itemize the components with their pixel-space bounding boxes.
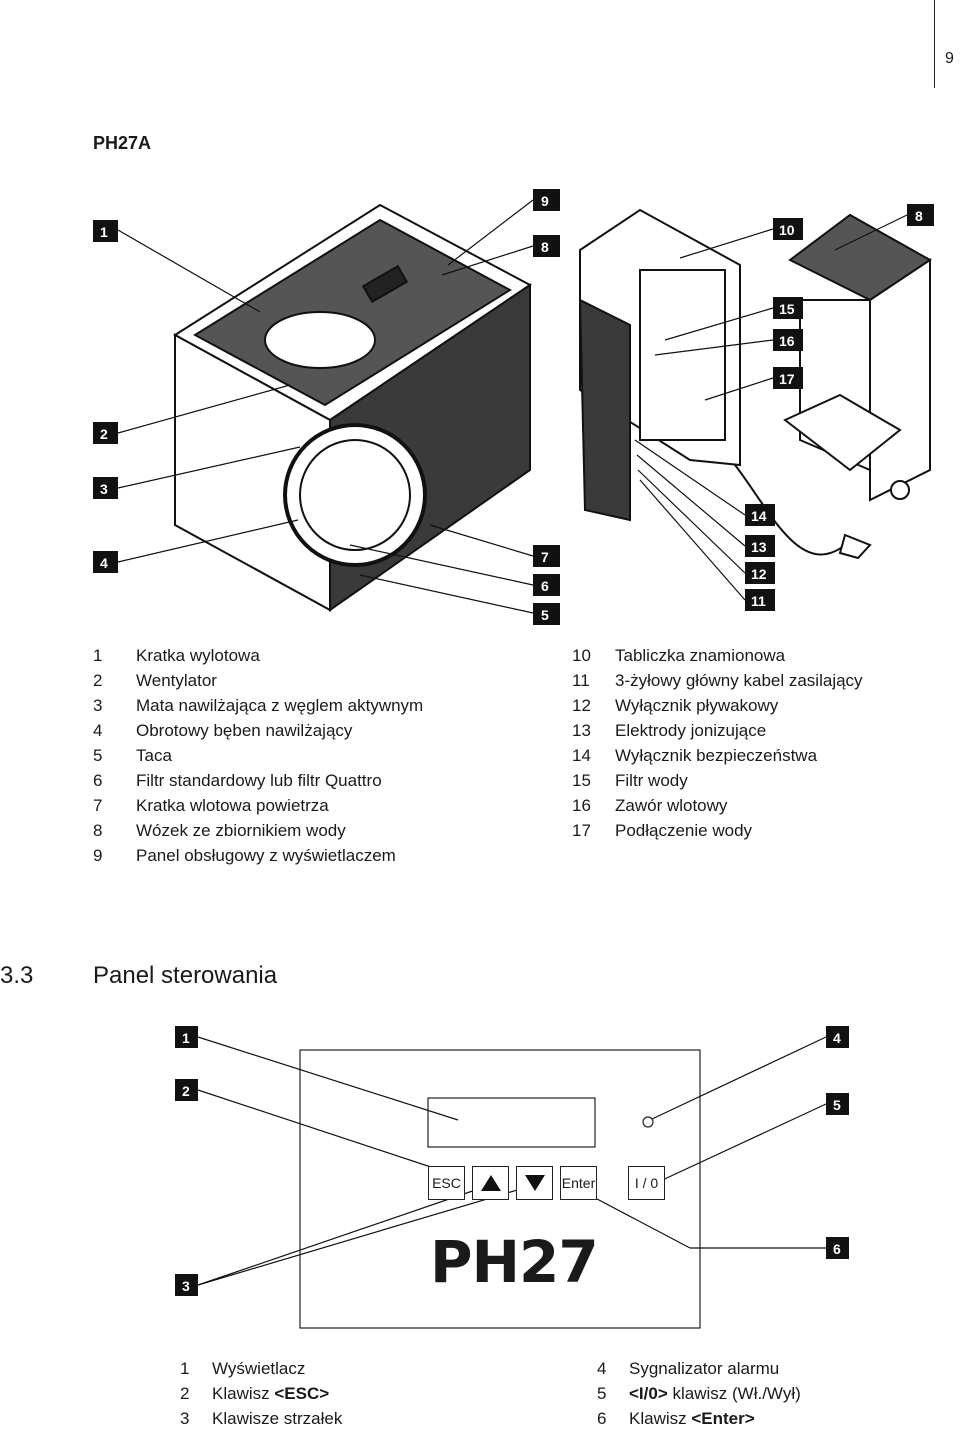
svg-text:3: 3 — [182, 1278, 190, 1294]
callout-4: 4 — [93, 551, 118, 573]
plug-icon — [838, 533, 872, 560]
power-button[interactable]: I / 0 — [628, 1166, 665, 1200]
brand-logo: PH27 — [430, 1228, 599, 1296]
callout-14: 14 — [745, 504, 775, 526]
svg-text:10: 10 — [779, 222, 795, 238]
svg-text:8: 8 — [541, 239, 549, 255]
power-cable — [734, 464, 846, 556]
callout-9: 9 — [533, 189, 560, 211]
arrow-up-button[interactable] — [472, 1166, 509, 1200]
water-tank-trolley — [578, 208, 932, 522]
svg-text:16: 16 — [779, 333, 795, 349]
svg-text:9: 9 — [541, 193, 549, 209]
page-rule — [934, 0, 935, 88]
svg-text:17: 17 — [779, 371, 795, 387]
callout-2: 2 — [93, 422, 118, 444]
callout-6: 6 — [533, 574, 560, 596]
svg-text:4: 4 — [833, 1030, 841, 1046]
svg-text:13: 13 — [751, 539, 767, 555]
section-number: 3.3 — [0, 962, 34, 989]
callout-15: 15 — [773, 297, 803, 319]
arrow-up-icon — [480, 1175, 501, 1191]
panel-callout-6: 6 — [826, 1237, 849, 1259]
callout-1: 1 — [93, 220, 118, 242]
callout-13: 13 — [745, 535, 775, 557]
panel-callout-5: 5 — [826, 1093, 849, 1115]
svg-text:12: 12 — [751, 566, 767, 582]
callout-8: 8 — [533, 235, 560, 257]
panel-callout-3: 3 — [175, 1274, 198, 1296]
esc-button[interactable]: ESC — [428, 1166, 465, 1200]
callout-16: 16 — [773, 329, 803, 351]
callout-8b: 8 — [907, 204, 934, 226]
humidifier-housing — [173, 203, 532, 612]
svg-text:6: 6 — [833, 1241, 841, 1257]
callout-11: 11 — [745, 589, 775, 611]
arrow-down-icon — [524, 1175, 545, 1191]
callout-12: 12 — [745, 562, 775, 584]
leader-lines — [117, 199, 908, 614]
svg-text:2: 2 — [182, 1083, 190, 1099]
section-title: Panel sterowania — [93, 962, 278, 989]
panel-callout-1: 1 — [175, 1026, 198, 1048]
callout-3: 3 — [93, 477, 118, 499]
panel-leader-lines — [197, 1036, 827, 1286]
list-item: 5<I/0> klawisz (Wł./Wył) — [597, 1384, 801, 1403]
device-illustration: 1 2 3 4 5 6 7 8 9 10 8 15 16 17 14 13 12… — [93, 189, 934, 625]
callout-17: 17 — [773, 367, 803, 389]
svg-text:7: 7 — [541, 549, 549, 565]
svg-text:1: 1 — [182, 1030, 190, 1046]
svg-text:15: 15 — [779, 301, 795, 317]
arrow-down-button[interactable] — [516, 1166, 553, 1200]
callout-10: 10 — [773, 218, 803, 240]
svg-text:5: 5 — [833, 1097, 841, 1113]
svg-text:4: 4 — [100, 555, 108, 571]
svg-text:5: 5 — [541, 607, 549, 623]
svg-text:2: 2 — [100, 426, 108, 442]
panel-callout-4: 4 — [826, 1026, 849, 1048]
callout-7: 7 — [533, 545, 560, 567]
panel-callout-2: 2 — [175, 1079, 198, 1101]
svg-text:11: 11 — [751, 593, 766, 609]
enter-button[interactable]: Enter — [560, 1166, 597, 1200]
svg-text:8: 8 — [915, 208, 923, 224]
svg-text:1: 1 — [100, 224, 108, 240]
svg-text:14: 14 — [751, 508, 767, 524]
page-number: 9 — [945, 50, 954, 67]
callout-5: 5 — [533, 603, 560, 625]
display-window — [427, 1097, 596, 1148]
svg-text:3: 3 — [100, 481, 108, 497]
svg-text:6: 6 — [541, 578, 549, 594]
alarm-led-icon — [642, 1116, 654, 1128]
figure-heading: PH27A — [93, 133, 152, 153]
